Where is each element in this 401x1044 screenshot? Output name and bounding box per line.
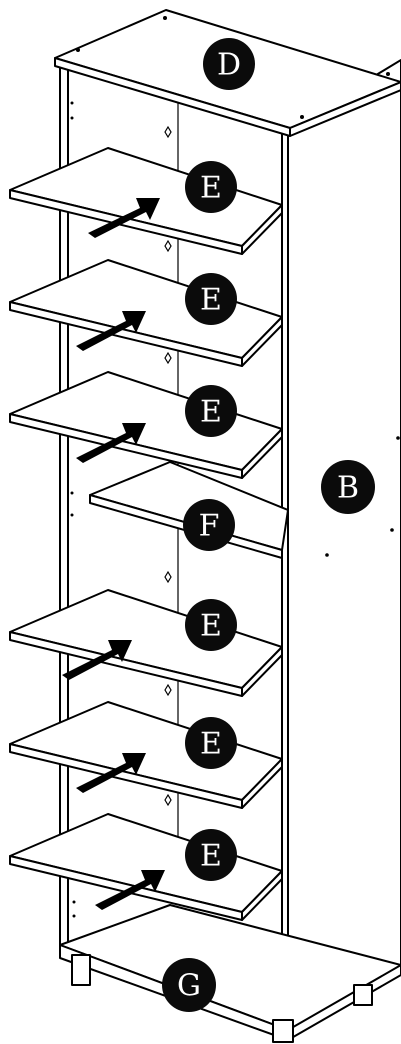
label-shelf-1: E [185, 161, 237, 213]
arrow-icon [88, 198, 160, 238]
label-shelf-2-text: E [200, 283, 222, 318]
label-shelf-3-text: E [200, 395, 222, 430]
arrow-icon [62, 640, 132, 680]
label-top-panel: D [203, 38, 255, 90]
cam-fittings [164, 125, 172, 807]
label-shelf-1-text: E [200, 171, 222, 206]
label-side-panel-text: B [337, 471, 359, 506]
label-shelf-6: E [185, 829, 237, 881]
label-fixed-shelf-text: F [199, 509, 220, 544]
label-top-panel-text: D [217, 48, 241, 83]
label-base-text: G [177, 969, 201, 1004]
shelf-pin-holes [70, 16, 400, 918]
label-side-panel: B [321, 460, 375, 514]
foot-front-left [71, 954, 91, 986]
label-fixed-shelf: F [183, 499, 235, 551]
arrow-icon [76, 311, 146, 351]
label-shelf-2: E [185, 273, 237, 325]
arrow-icon [76, 423, 146, 463]
label-shelf-5-text: E [200, 727, 222, 762]
shelf-2 [9, 259, 283, 367]
foot-front-right [272, 1019, 294, 1043]
label-base: G [162, 958, 216, 1012]
top-panel-side-edge [289, 81, 401, 137]
insert-arrows [62, 198, 165, 910]
arrow-icon [95, 870, 165, 910]
label-shelf-5: E [185, 717, 237, 769]
arrow-icon [76, 753, 146, 793]
label-shelf-4: E [185, 599, 237, 651]
label-shelf-3: E [185, 385, 237, 437]
shelf-6 [9, 813, 283, 921]
shelf-3 [9, 371, 283, 479]
right-side-panel [287, 59, 401, 1041]
foot-back-right [353, 984, 373, 1006]
shelf-5 [9, 701, 283, 809]
label-shelf-4-text: E [200, 609, 222, 644]
label-shelf-6-text: E [200, 839, 222, 874]
right-side-panel-edge [281, 123, 289, 1041]
shelf-4 [9, 589, 283, 697]
